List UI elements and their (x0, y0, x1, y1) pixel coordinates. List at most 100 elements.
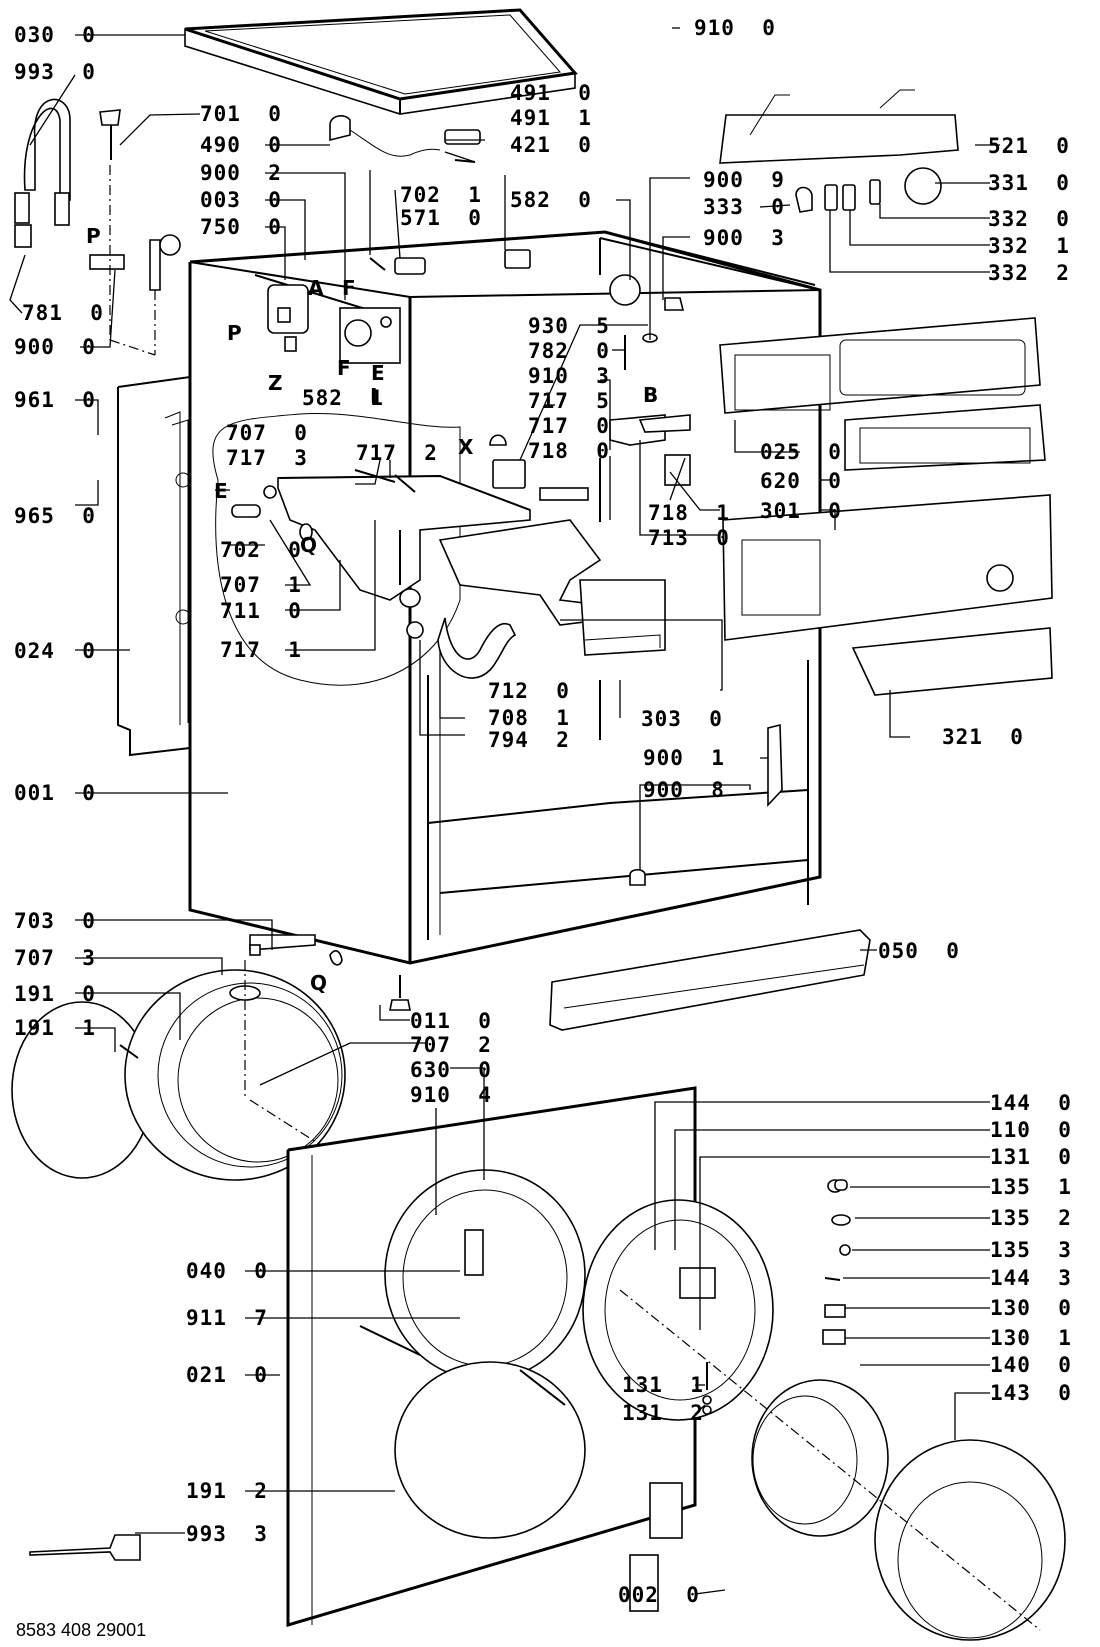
callout-191-0: 191 0 (14, 982, 96, 1006)
callout-707-0: 707 0 (226, 421, 308, 445)
callout-332-2: 332 2 (988, 261, 1070, 285)
callout-717-2: 717 2 (356, 441, 438, 465)
callout-707-2: 707 2 (410, 1033, 492, 1057)
callout-321-0: 321 0 (942, 725, 1024, 749)
callout-571-0: 571 0 (400, 206, 482, 230)
callout-144-3: 144 3 (990, 1266, 1072, 1290)
marker-a: A (308, 276, 324, 300)
side-panel (117, 375, 191, 757)
callout-718-0: 718 0 (528, 439, 610, 463)
callout-labels: 030 0 993 0 701 0 490 0 900 2 003 0 750 … (14, 16, 1072, 1607)
callout-024-0: 024 0 (14, 639, 96, 663)
callout-011-0: 011 0 (410, 1009, 492, 1033)
callout-301-0: 301 0 (760, 499, 842, 523)
callout-582-1: 582 1 (302, 386, 384, 410)
callout-491-1: 491 1 (510, 106, 592, 130)
marker-b: B (643, 383, 658, 407)
callout-191-2: 191 2 (186, 1479, 268, 1503)
callout-025-0: 025 0 (760, 440, 842, 464)
callout-911-7: 911 7 (186, 1306, 268, 1330)
marker-q-dispenser: Q (300, 533, 317, 557)
marker-p-hose: P (86, 224, 101, 248)
callout-702-0: 702 0 (220, 538, 302, 562)
detergent-dispenser (212, 412, 666, 686)
callout-707-3: 707 3 (14, 946, 96, 970)
callout-961-0: 961 0 (14, 388, 96, 412)
callout-900-1: 900 1 (643, 746, 725, 770)
callout-521-0: 521 0 (988, 134, 1070, 158)
callout-001-0: 001 0 (14, 781, 96, 805)
marker-x: X (458, 435, 474, 459)
door-hardware (359, 1179, 851, 1415)
callout-900-2: 900 2 (200, 161, 282, 185)
marker-f-pump: F (337, 356, 351, 380)
letter-markers: P P A F F Z E E I B X Q Q (86, 224, 658, 995)
callout-703-0: 703 0 (14, 909, 96, 933)
callout-582-0: 582 0 (510, 188, 592, 212)
callout-303-0: 303 0 (641, 707, 723, 731)
marker-p-valve: P (227, 321, 242, 345)
callout-131-0: 131 0 (990, 1145, 1072, 1169)
callout-702-1: 702 1 (400, 183, 482, 207)
callout-135-3: 135 3 (990, 1238, 1072, 1262)
right-parts (249, 723, 783, 1011)
callout-910-3: 910 3 (528, 364, 610, 388)
marker-z: Z (268, 371, 283, 395)
callout-140-0: 140 0 (990, 1353, 1072, 1377)
marker-i: I (370, 384, 377, 408)
callout-491-0: 491 0 (510, 81, 592, 105)
callout-717-0: 717 0 (528, 414, 610, 438)
marker-e-pump: E (371, 361, 385, 385)
callout-050-0: 050 0 (878, 939, 960, 963)
callout-002-0: 002 0 (618, 1583, 700, 1607)
callout-333-0: 333 0 (703, 195, 785, 219)
callout-021-0: 021 0 (186, 1363, 268, 1387)
drum-and-front (11, 934, 1066, 1641)
callout-135-2: 135 2 (990, 1206, 1072, 1230)
callout-003-0: 003 0 (200, 188, 282, 212)
callout-965-0: 965 0 (14, 504, 96, 528)
callout-040-0: 040 0 (186, 1259, 268, 1283)
callout-131-1: 131 1 (622, 1373, 704, 1397)
callout-794-2: 794 2 (488, 728, 570, 752)
callout-910-4: 910 4 (410, 1083, 492, 1107)
callout-490-0: 490 0 (200, 133, 282, 157)
callout-750-0: 750 0 (200, 215, 282, 239)
callout-630-0: 630 0 (410, 1058, 492, 1082)
control-panels (719, 317, 1053, 696)
callout-900-3: 900 3 (703, 226, 785, 250)
callout-191-1: 191 1 (14, 1016, 96, 1040)
callout-708-1: 708 1 (488, 706, 570, 730)
callout-144-0: 144 0 (990, 1091, 1072, 1115)
callout-707-1: 707 1 (220, 573, 302, 597)
callout-130-0: 130 0 (990, 1296, 1072, 1320)
callout-993-0: 993 0 (14, 60, 96, 84)
callout-130-1: 130 1 (990, 1326, 1072, 1350)
callout-781-0: 781 0 (22, 301, 104, 325)
callout-331-0: 331 0 (988, 171, 1070, 195)
leader-lines (9, 27, 1000, 1595)
callout-131-2: 131 2 (622, 1401, 704, 1425)
marker-f-top: F (342, 276, 356, 300)
callout-717-1: 717 1 (220, 638, 302, 662)
internal-parts (267, 115, 691, 501)
callout-900-9: 900 9 (703, 168, 785, 192)
callout-930-5: 930 5 (528, 314, 610, 338)
callout-713-0: 713 0 (648, 526, 730, 550)
callout-421-0: 421 0 (510, 133, 592, 157)
callout-711-0: 711 0 (220, 599, 302, 623)
callout-620-0: 620 0 (760, 469, 842, 493)
callout-712-0: 712 0 (488, 679, 570, 703)
callout-701-0: 701 0 (200, 102, 282, 126)
callout-332-1: 332 1 (988, 234, 1070, 258)
callout-910-0: 910 0 (694, 16, 776, 40)
marker-q-pipe: Q (310, 971, 327, 995)
callout-782-0: 782 0 (528, 339, 610, 363)
callout-900-8: 900 8 (643, 778, 725, 802)
document-code: 8583 408 29001 (16, 1620, 146, 1640)
callout-718-1: 718 1 (648, 501, 730, 525)
callout-900-0: 900 0 (14, 335, 96, 359)
marker-e-hose: E (214, 479, 228, 503)
callout-717-3: 717 3 (226, 446, 308, 470)
